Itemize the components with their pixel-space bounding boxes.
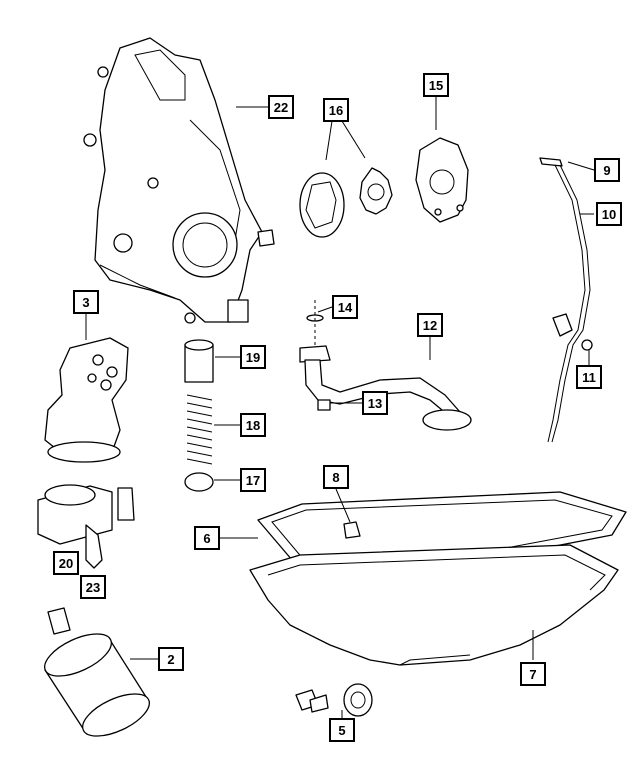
- leader-lines: [85, 96, 595, 718]
- callout-15: 15: [423, 73, 449, 97]
- callout-8: 8: [323, 465, 349, 489]
- callout-9: 9: [594, 158, 620, 182]
- callout-13: 13: [362, 391, 388, 415]
- callout-22: 22: [268, 95, 294, 119]
- callout-6: 6: [194, 526, 220, 550]
- drain-plug: [295, 683, 373, 717]
- oil-pan: [249, 544, 619, 666]
- callout-10: 10: [596, 202, 622, 226]
- callout-14: 14: [332, 295, 358, 319]
- callout-18: 18: [240, 413, 266, 437]
- callout-7: 7: [520, 662, 546, 686]
- callout-16: 16: [323, 98, 349, 122]
- callout-20: 20: [53, 551, 79, 575]
- callout-11: 11: [576, 365, 602, 389]
- timing-cover: [83, 37, 275, 324]
- oil-level-sensor: [343, 521, 361, 539]
- callout-17: 17: [240, 468, 266, 492]
- oil-cooler: [37, 484, 135, 569]
- oil-filter: [44, 607, 150, 737]
- callout-3: 3: [73, 290, 99, 314]
- callout-2: 2: [158, 647, 184, 671]
- callout-19: 19: [240, 345, 266, 369]
- relief-valve-stack: [184, 339, 214, 492]
- oil-pump-cover: [415, 137, 469, 223]
- oil-filter-adapter: [44, 337, 129, 463]
- dipstick-assembly: [539, 157, 593, 443]
- callout-5: 5: [329, 718, 355, 742]
- oil-pickup-group: [299, 300, 472, 431]
- oil-pump-rotors: [299, 167, 393, 238]
- callout-23: 23: [80, 575, 106, 599]
- callout-12: 12: [417, 313, 443, 337]
